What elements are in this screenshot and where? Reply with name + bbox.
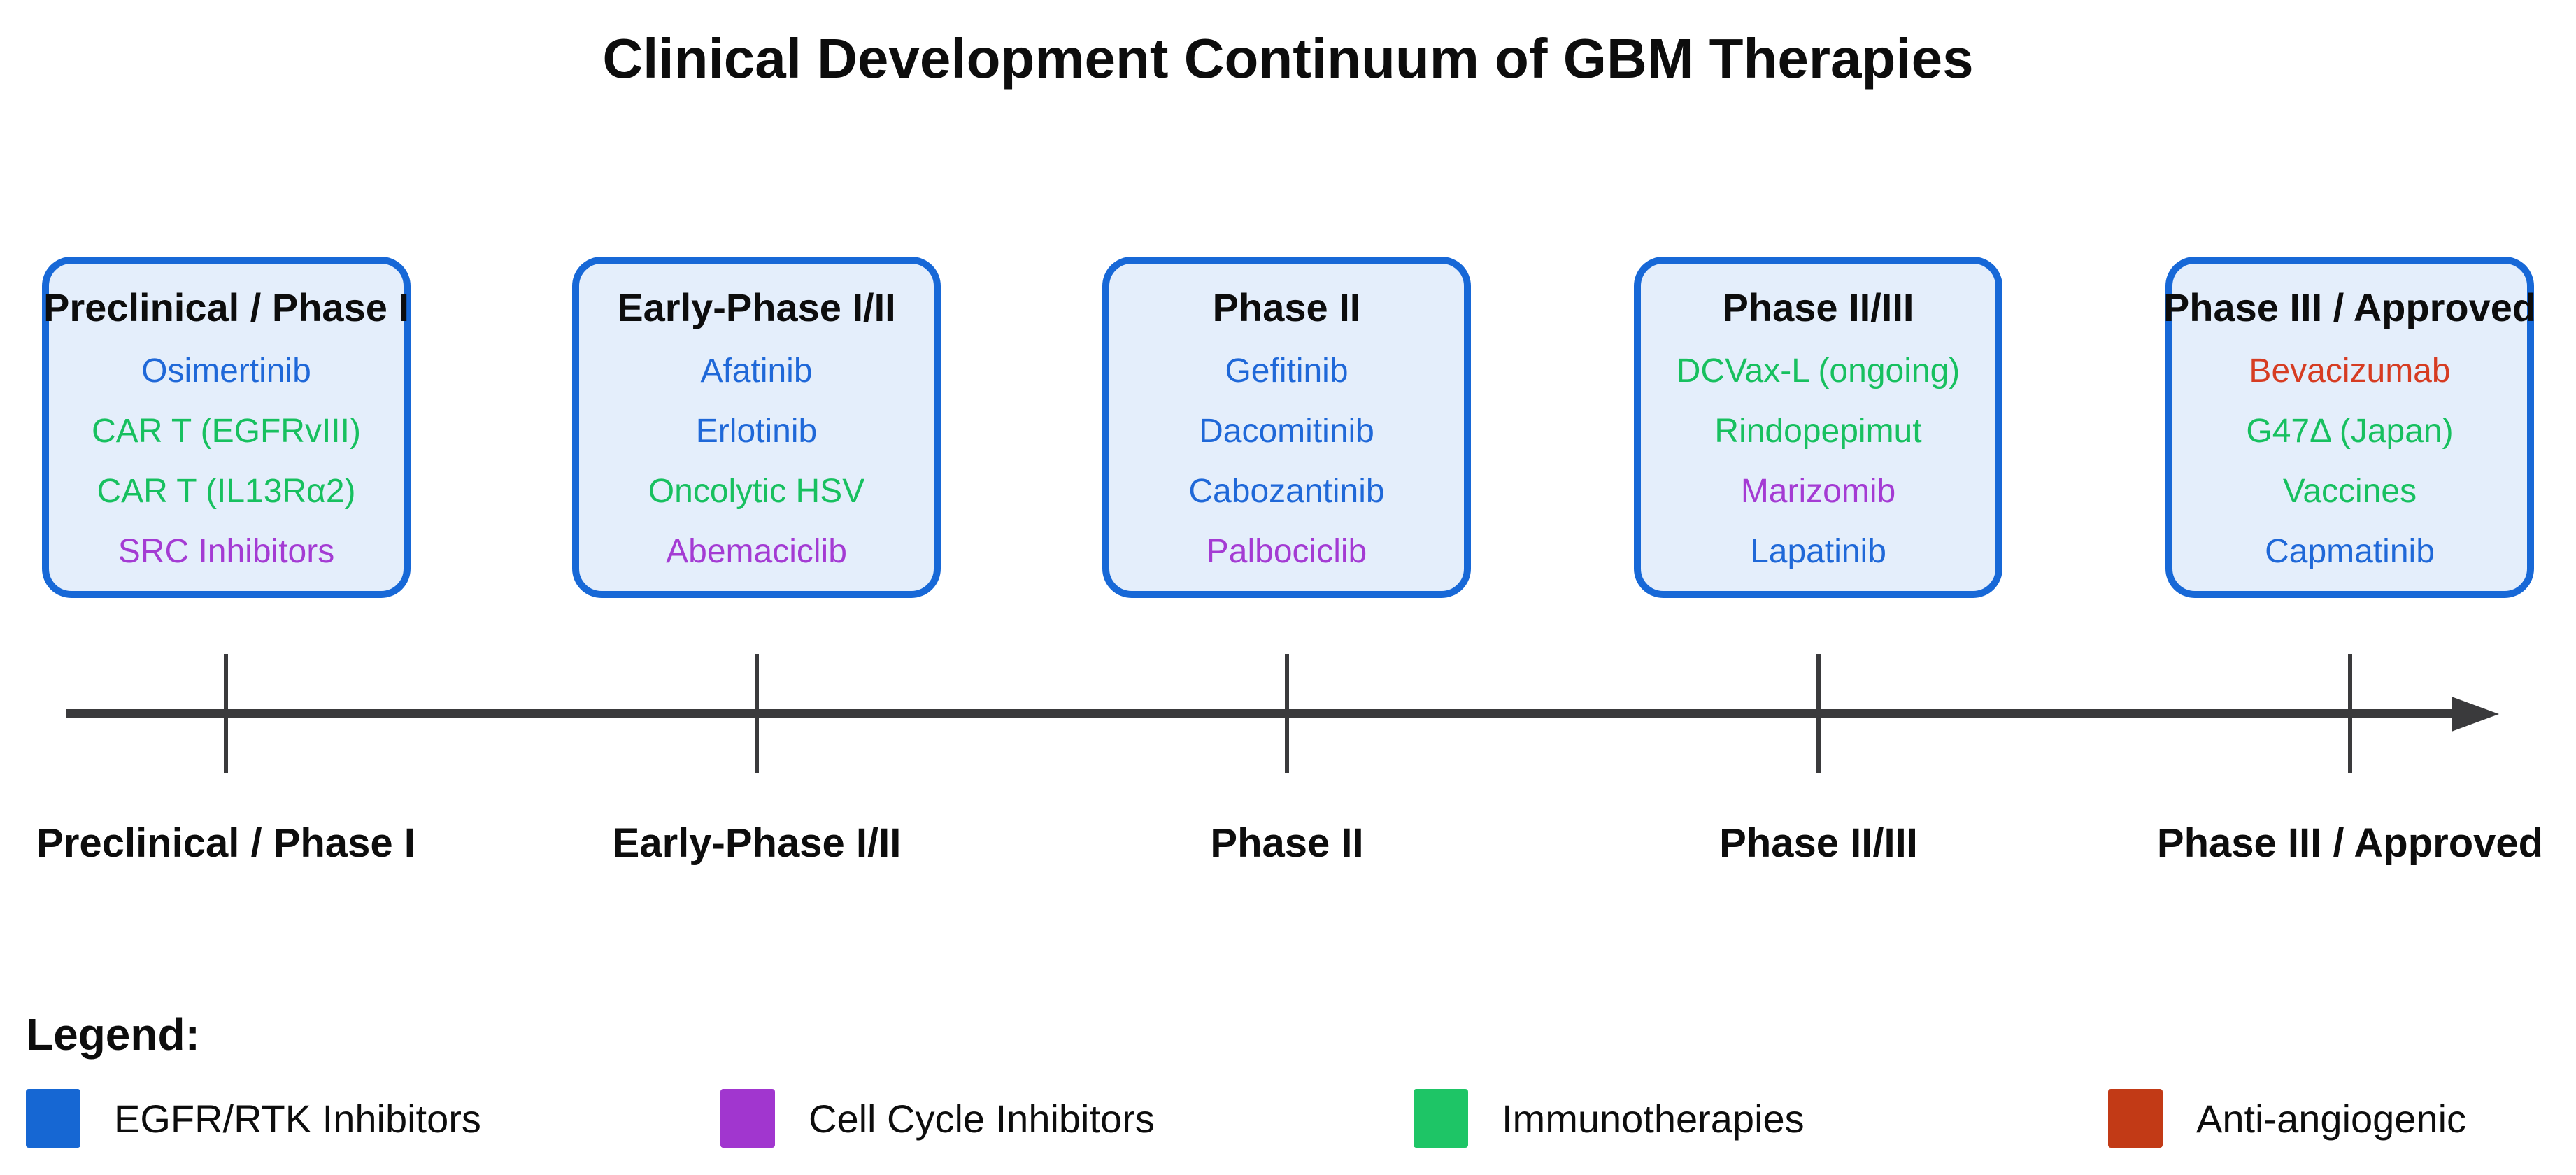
phase-box-phase-3-approved: Phase III / Approved Bevacizumab G47Δ (J… [2163,257,2537,598]
drug-label: Cabozantinib [1188,472,1385,510]
phase-box-title: Phase II [1212,285,1361,329]
drug-label: Capmatinib [2265,532,2435,570]
drug-label: Abemaciclib [666,532,847,570]
drug-label: Gefitinib [1225,352,1349,390]
phase-box-phase-2: Phase II Gefitinib Dacomitinib Cabozanti… [1102,257,1471,598]
drug-label: CAR T (EGFRvIII) [92,412,361,450]
timeline-arrowhead-icon [2452,697,2499,732]
legend-item-label: EGFR/RTK Inhibitors [114,1096,481,1141]
drug-label: Afatinib [700,352,813,390]
drug-label: G47Δ (Japan) [2246,412,2454,450]
phase-box-preclinical-phase-1: Preclinical / Phase I Osimertinib CAR T … [42,257,411,598]
phase-box-title: Phase III / Approved [2163,285,2537,329]
phase-box-title: Early-Phase I/II [617,285,896,329]
legend-swatch-blue [26,1089,80,1148]
drug-label: Osimertinib [141,352,311,390]
drug-label: SRC Inhibitors [118,532,335,570]
phase-box-title: Preclinical / Phase I [43,285,409,329]
legend-item-cell-cycle-inhibitors: Cell Cycle Inhibitors [720,1088,1155,1148]
legend-swatch-red [2108,1089,2163,1148]
legend-item-label: Cell Cycle Inhibitors [809,1096,1155,1141]
legend-swatch-green [1414,1089,1468,1148]
drug-label: DCVax-L (ongoing) [1676,352,1961,390]
timeline-label: Phase II [1210,820,1364,866]
timeline-tick [224,654,228,773]
timeline-label: Phase III / Approved [2156,820,2544,866]
legend-item-egfr-rtk-inhibitors: EGFR/RTK Inhibitors [26,1088,481,1148]
legend-item-anti-angiogenic: Anti-angiogenic [2108,1088,2466,1148]
drug-label: Bevacizumab [2249,352,2451,390]
timeline-axis [66,709,2455,718]
timeline-tick [1285,654,1289,773]
drug-label: Marizomib [1740,472,1896,510]
timeline-tick [755,654,759,773]
legend-swatch-purple [720,1089,775,1148]
phase-box-phase-2-3: Phase II/III DCVax-L (ongoing) Rindopepi… [1634,257,2002,598]
legend-item-immunotherapies: Immunotherapies [1414,1088,1805,1148]
drug-label: Rindopepimut [1714,412,1922,450]
drug-label: Palbociclib [1206,532,1367,570]
timeline-tick [2348,654,2352,773]
timeline-label: Preclinical / Phase I [36,820,415,866]
legend-heading: Legend: [26,1009,200,1060]
timeline-label: Phase II/III [1719,820,1918,866]
diagram-title: Clinical Development Continuum of GBM Th… [602,27,1974,90]
drug-label: Dacomitinib [1199,412,1374,450]
drug-label: Lapatinib [1750,532,1886,570]
drug-label: CAR T (IL13Rα2) [97,472,356,510]
legend-item-label: Immunotherapies [1502,1096,1805,1141]
legend-item-label: Anti-angiogenic [2196,1096,2467,1141]
timeline-tick [1816,654,1821,773]
timeline-label: Early-Phase I/II [612,820,902,866]
drug-label: Erlotinib [695,412,818,450]
phase-box-title: Phase II/III [1722,285,1914,329]
drug-label: Vaccines [2282,472,2417,510]
phase-box-early-phase-1-2: Early-Phase I/II Afatinib Erlotinib Onco… [572,257,941,598]
drug-label: Oncolytic HSV [648,472,865,510]
